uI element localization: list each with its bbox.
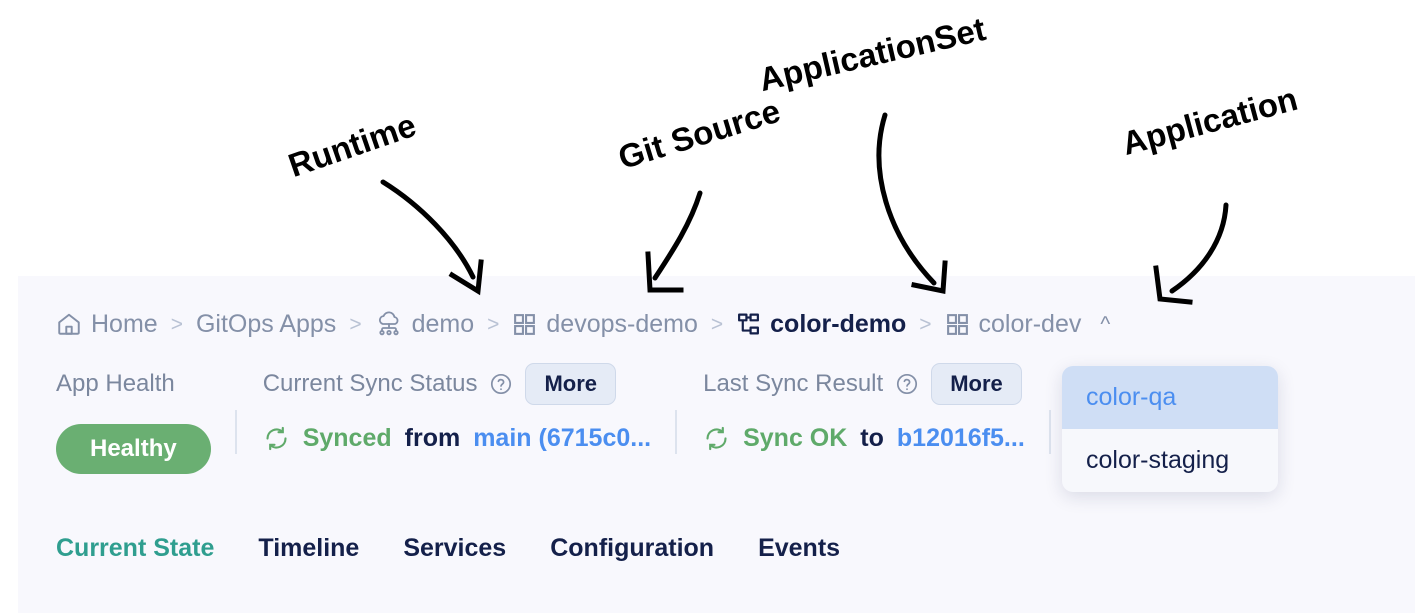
- sync-refresh-icon: [703, 425, 730, 452]
- breadcrumb-separator: >: [710, 312, 724, 336]
- current-sync-title: Current Sync Status: [262, 370, 478, 397]
- breadcrumb-label-demo: demo: [411, 309, 475, 338]
- current-sync-more-button[interactable]: More: [525, 363, 617, 405]
- annotation-label-application: Application: [1118, 79, 1302, 163]
- last-sync-header: Last Sync Result More: [703, 363, 1025, 405]
- tab-timeline[interactable]: Timeline: [258, 534, 360, 562]
- environment-dropdown-menu: color-qa color-staging: [1062, 366, 1278, 492]
- breadcrumb-label-color-demo: color-demo: [770, 309, 907, 338]
- last-sync-body: Sync OK to b12016f5...: [703, 424, 1025, 453]
- tab-services[interactable]: Services: [403, 534, 507, 562]
- breadcrumb-label-home: Home: [91, 309, 158, 338]
- annotation-label-git-source: Git Source: [613, 91, 785, 177]
- tab-configuration[interactable]: Configuration: [550, 534, 715, 562]
- annotation-label-applicationset: ApplicationSet: [755, 10, 989, 99]
- breadcrumb-item-gitops-apps[interactable]: GitOps Apps: [196, 310, 336, 339]
- runtime-arrow-path: [380, 179, 476, 280]
- status-badge-health: Healthy: [56, 424, 211, 474]
- app-health-body: Healthy: [56, 424, 211, 474]
- tab-row: Current State Timeline Services Configur…: [56, 534, 884, 563]
- last-sync-ref-link[interactable]: b12016f5...: [896, 424, 1025, 452]
- dropdown-item-color-qa[interactable]: color-qa: [1062, 366, 1278, 429]
- help-circle-icon[interactable]: [489, 372, 513, 396]
- sync-refresh-icon: [263, 425, 290, 452]
- status-block-current-sync: Current Sync Status More: [234, 363, 675, 454]
- runtime-cloud-icon: [375, 311, 403, 337]
- grid-icon: [945, 312, 970, 337]
- breadcrumb-label-color-dev: color-dev: [978, 309, 1082, 338]
- gitsource-arrow-path: [652, 190, 703, 281]
- breadcrumb: Home > GitOps Apps > demo >: [56, 304, 1110, 344]
- breadcrumb-label-devops-demo: devops-demo: [546, 309, 698, 338]
- current-sync-ref-link[interactable]: main (6715c0...: [473, 424, 652, 452]
- breadcrumb-item-color-demo[interactable]: color-demo: [736, 310, 906, 339]
- grid-icon: [512, 312, 537, 337]
- last-sync-connector: to: [860, 424, 884, 452]
- tree-icon: [736, 312, 761, 337]
- breadcrumb-item-demo[interactable]: demo: [375, 309, 475, 339]
- status-block-last-sync: Last Sync Result More: [675, 363, 1049, 454]
- breadcrumb-separator: >: [919, 312, 932, 336]
- last-sync-title: Last Sync Result: [703, 370, 884, 397]
- tab-events[interactable]: Events: [758, 534, 841, 562]
- appset-arrow-path: [876, 112, 937, 286]
- dropdown-item-color-staging[interactable]: color-staging: [1086, 446, 1230, 474]
- breadcrumb-separator: >: [349, 312, 362, 336]
- app-panel: Home > GitOps Apps > demo >: [18, 276, 1415, 613]
- last-sync-state: Sync OK: [743, 424, 848, 452]
- tab-current-state[interactable]: Current State: [56, 534, 215, 562]
- breadcrumb-separator: >: [170, 312, 183, 336]
- current-sync-body: Synced from main (6715c0...: [263, 424, 651, 453]
- current-sync-state: Synced: [302, 424, 392, 452]
- last-sync-more-button[interactable]: More: [931, 363, 1022, 405]
- breadcrumb-item-color-dev[interactable]: color-dev ^: [945, 309, 1111, 339]
- status-block-app-health: App Health Healthy: [56, 364, 235, 474]
- status-strip: App Health Healthy Current Sync Status M…: [56, 363, 1415, 514]
- home-icon: [56, 311, 82, 337]
- current-sync-header: Current Sync Status More: [262, 363, 651, 405]
- annotation-label-runtime: Runtime: [283, 106, 421, 185]
- chevron-up-icon[interactable]: ^: [1100, 312, 1111, 336]
- app-health-header: App Health: [56, 364, 211, 404]
- breadcrumb-item-home[interactable]: Home: [56, 310, 158, 339]
- breadcrumb-item-devops-demo[interactable]: devops-demo: [512, 309, 698, 339]
- app-health-title: App Health: [56, 370, 175, 397]
- current-sync-connector: from: [404, 424, 461, 452]
- help-circle-icon[interactable]: [895, 372, 919, 396]
- breadcrumb-separator: >: [487, 312, 500, 336]
- breadcrumb-label-gitops-apps: GitOps Apps: [195, 309, 337, 338]
